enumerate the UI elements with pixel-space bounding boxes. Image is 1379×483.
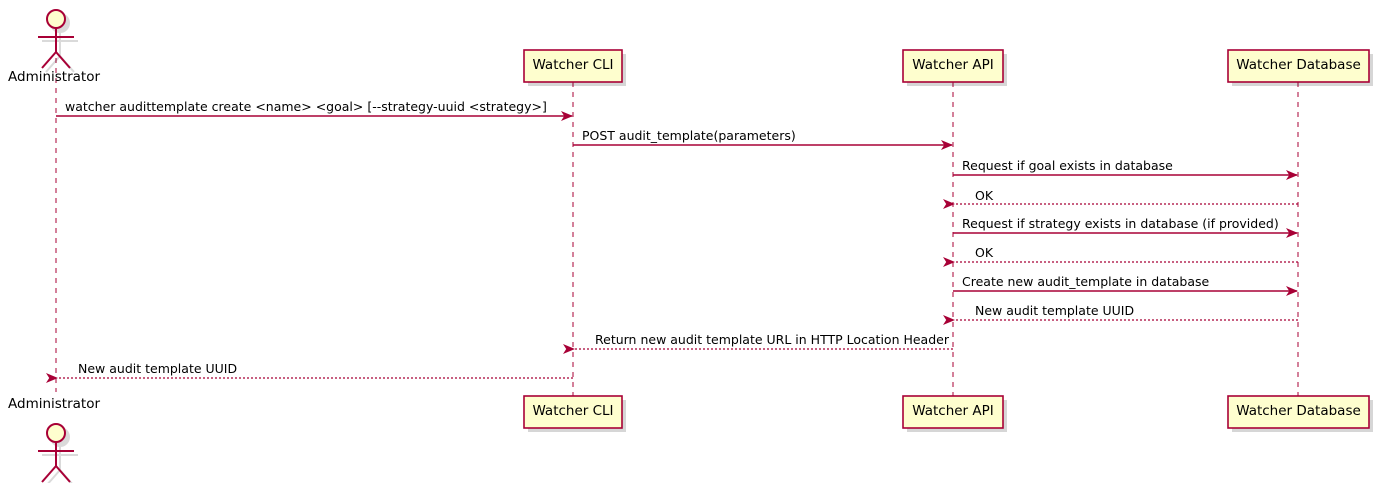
actor-leg-right xyxy=(55,465,71,483)
message-label-7: New audit template UUID xyxy=(975,303,1135,318)
actor-leg-left xyxy=(41,51,57,69)
actor-leg-left xyxy=(41,465,57,483)
participant-box-api-bottom[interactable] xyxy=(902,395,1004,429)
participant-box-cli-top[interactable] xyxy=(523,49,623,83)
actor-figure-admin-bottom xyxy=(38,423,74,483)
participant-label-db-bottom: Watcher Database xyxy=(1236,403,1361,419)
actor-label-admin-bottom: Administrator xyxy=(8,396,101,412)
participant-box-api-top[interactable] xyxy=(902,49,1004,83)
actor-label-admin-top: Administrator xyxy=(8,69,101,85)
actor-figures-group xyxy=(38,9,78,483)
message-label-0: watcher audittemplate create <name> <goa… xyxy=(65,99,547,114)
participant-label-api-top: Watcher API xyxy=(912,57,994,73)
message-label-8: Return new audit template URL in HTTP Lo… xyxy=(595,332,949,347)
message-label-4: Request if strategy exists in database (… xyxy=(962,216,1279,231)
participant-box-db-bottom[interactable] xyxy=(1227,395,1370,429)
participant-label-cli-bottom: Watcher CLI xyxy=(532,403,614,419)
participant-label-cli-top: Watcher CLI xyxy=(532,57,614,73)
lifelines-group xyxy=(55,38,1299,396)
actor-leg-right xyxy=(55,51,71,69)
participant-box-db-top[interactable] xyxy=(1227,49,1370,83)
message-label-3: OK xyxy=(975,188,994,203)
actor-leg-left xyxy=(47,469,61,483)
actor-figure-admin-top xyxy=(38,9,74,69)
actor-head xyxy=(46,9,66,29)
message-label-6: Create new audit_template in database xyxy=(962,274,1210,289)
actor-head xyxy=(46,423,66,443)
participant-box-cli-bottom[interactable] xyxy=(523,395,623,429)
message-label-5: OK xyxy=(975,245,994,260)
participant-label-api-bottom: Watcher API xyxy=(912,403,994,419)
message-label-1: POST audit_template(parameters) xyxy=(582,128,796,143)
actor-leg-left xyxy=(45,55,61,73)
message-arrows-group xyxy=(46,111,1298,383)
message-label-9: New audit template UUID xyxy=(78,361,238,376)
message-label-2: Request if goal exists in database xyxy=(962,158,1173,173)
participant-boxes-group xyxy=(523,49,1373,432)
participant-label-db-top: Watcher Database xyxy=(1236,57,1361,73)
